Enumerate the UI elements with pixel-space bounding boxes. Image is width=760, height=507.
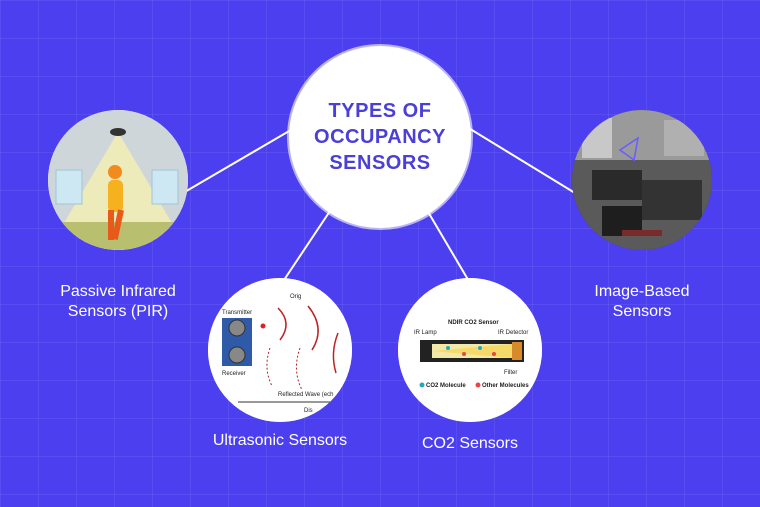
image-based-image	[572, 110, 712, 250]
ultrasonic-reflected-text: Reflected Wave (ech	[278, 392, 333, 398]
pir-label-line1: Passive Infrared	[60, 283, 176, 300]
pir-label: Passive Infrared Sensors (PIR)	[28, 282, 208, 322]
image-based-label-line2: Sensors	[612, 303, 672, 320]
co2-lamp-text: IR Lamp	[414, 330, 437, 336]
ultrasonic-transmitter-text: Transmitter	[222, 310, 252, 316]
co2-label: CO2 Sensors	[421, 435, 519, 452]
image-based-label: Image-Based Sensors	[552, 282, 732, 322]
center-title: TYPES OF OCCUPANCY SENSORS	[314, 100, 446, 174]
co2-filter-text: Filter	[504, 370, 517, 376]
co2-detector-text: IR Detector	[498, 330, 528, 336]
ultrasonic-label: Ultrasonic Sensors	[212, 432, 348, 449]
pir-label-line2: Sensors (PIR)	[67, 303, 169, 320]
co2-other-text: Other Molecules	[482, 383, 529, 389]
ultrasonic-receiver-text: Receiver	[222, 371, 246, 377]
person-icon	[108, 165, 124, 240]
ultrasonic-original-text: Orig	[290, 294, 301, 300]
co2-image-title: NDIR CO2 Sensor	[448, 320, 499, 326]
ultrasonic-distance-text: Dis	[304, 408, 313, 414]
connector-co2	[423, 204, 471, 284]
ultrasonic-image: Transmitter Receiver Orig Reflected Wave…	[208, 278, 352, 422]
connector-pir	[182, 126, 297, 194]
connector-ultrasonic	[281, 204, 335, 284]
center-node: TYPES OF OCCUPANCY SENSORS	[289, 46, 471, 228]
image-based-label-line1: Image-Based	[594, 283, 690, 300]
co2-molecule-text: CO2 Molecule	[426, 383, 466, 389]
co2-image: NDIR CO2 Sensor IR Lamp IR Detector Filt…	[398, 278, 542, 422]
connector-image-based	[466, 126, 576, 194]
pir-image	[48, 110, 188, 250]
